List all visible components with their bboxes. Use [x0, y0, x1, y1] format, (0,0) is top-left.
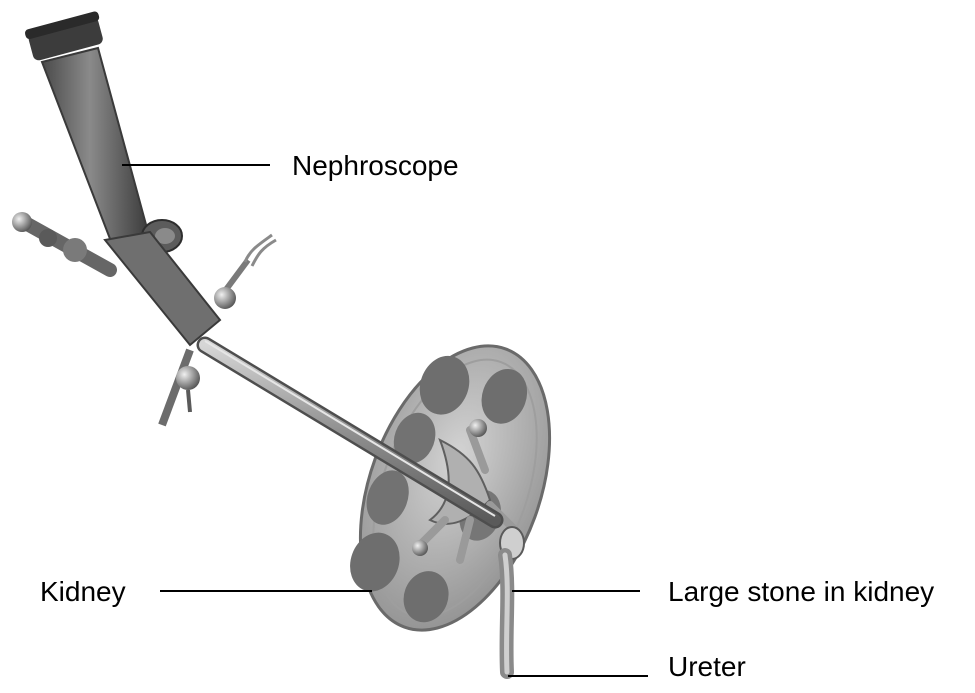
stone-label: Large stone in kidney — [668, 578, 934, 606]
ureter-label: Ureter — [668, 653, 746, 681]
kidney-label: Kidney — [40, 578, 126, 606]
nephroscope-label: Nephroscope — [292, 152, 459, 180]
ureter-tube — [505, 555, 507, 672]
